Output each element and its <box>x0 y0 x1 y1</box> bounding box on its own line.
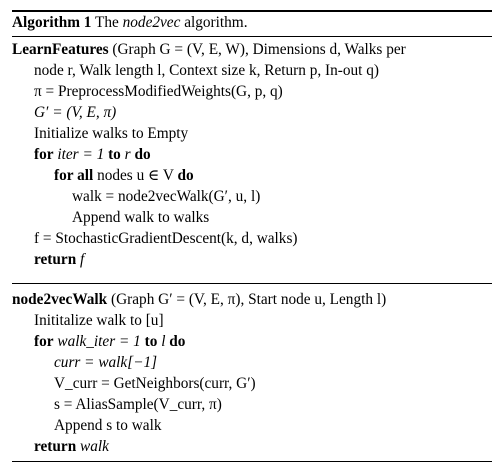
for-keyword: for <box>34 146 54 163</box>
learnfeatures-line-append: Append walk to walks <box>72 208 209 228</box>
learnfeatures-line-init: Initialize walks to Empty <box>34 124 188 144</box>
learnfeatures-params-2: node r, Walk length l, Context size k, R… <box>34 62 379 79</box>
learnfeatures-header-line1: LearnFeatures (Graph G = (V, E, W), Dime… <box>12 40 406 60</box>
node2vecwalk-params: (Graph G′ = (V, E, π), Start node u, Len… <box>111 291 387 308</box>
learnfeatures-params-1: (Graph G = (V, E, W), Dimensions d, Walk… <box>112 41 406 58</box>
node2vecwalk-return: return walk <box>34 437 109 457</box>
algorithm-caption: Algorithm 1 The node2vec algorithm. <box>12 13 248 33</box>
for-keyword: for <box>34 333 54 350</box>
do-keyword: do <box>134 146 151 163</box>
caption-text-before: The <box>95 14 123 31</box>
learnfeatures-line-walk: walk = node2vecWalk(G′, u, l) <box>72 187 260 207</box>
node2vecwalk-function-name: node2vecWalk <box>12 291 108 308</box>
for-walk-iter-expression: walk_iter = 1 <box>57 333 141 350</box>
caption-text-after: algorithm. <box>180 14 248 31</box>
for-all-expression: nodes u ∈ V <box>97 167 174 184</box>
node2vecwalk-line-curr: curr = walk[−1] <box>54 353 157 373</box>
learnfeatures-function-name: LearnFeatures <box>12 41 109 58</box>
node2vecwalk-line-neighbors: V_curr = GetNeighbors(curr, G′) <box>54 374 256 394</box>
learnfeatures-line-graph: G′ = (V, E, π) <box>34 103 116 123</box>
node2vecwalk-line-append: Append s to walk <box>54 416 162 436</box>
append-walk-statement: Append walk to walks <box>72 209 210 226</box>
learnfeatures-for-nodes: for all nodes u ∈ V do <box>54 166 194 186</box>
curr-assignment-statement: curr = walk[−1] <box>54 354 158 371</box>
for-all-keyword: for all <box>54 167 94 184</box>
learnfeatures-line-sgd: f = StochasticGradientDescent(k, d, walk… <box>34 229 298 249</box>
learnfeatures-for-iter: for iter = 1 to r do <box>34 145 151 165</box>
bottom-rule <box>12 461 492 462</box>
caption-label: Algorithm 1 <box>12 14 92 31</box>
to-keyword: to <box>108 146 121 163</box>
for-walk-iter-end: l <box>161 333 166 350</box>
init-walk-statement: Inititalize walk to [u] <box>34 312 164 329</box>
section-rule <box>12 283 492 284</box>
graph-statement: G′ = (V, E, π) <box>34 104 117 121</box>
do-keyword: do <box>177 167 194 184</box>
preprocess-statement: π = PreprocessModifiedWeights(G, p, q) <box>34 83 283 100</box>
to-keyword: to <box>144 333 158 350</box>
caption-name: node2vec <box>122 14 181 31</box>
for-iter-end: r <box>124 146 131 163</box>
caption-rule <box>12 36 492 37</box>
return-keyword: return <box>34 251 77 268</box>
node2vecwalk-line-init: Inititalize walk to [u] <box>34 311 164 331</box>
return-value: walk <box>80 438 109 455</box>
node2vecwalk-for: for walk_iter = 1 to l do <box>34 332 185 352</box>
learnfeatures-header-line2: node r, Walk length l, Context size k, R… <box>34 61 379 81</box>
for-iter-expression: iter = 1 <box>57 146 105 163</box>
get-neighbors-statement: V_curr = GetNeighbors(curr, G′) <box>54 375 256 392</box>
sgd-statement: f = StochasticGradientDescent(k, d, walk… <box>34 230 298 247</box>
init-walks-statement: Initialize walks to Empty <box>34 125 189 142</box>
alias-sample-statement: s = AliasSample(V_curr, π) <box>54 396 222 413</box>
do-keyword: do <box>169 333 186 350</box>
learnfeatures-line-preprocess: π = PreprocessModifiedWeights(G, p, q) <box>34 82 283 102</box>
node2vecwalk-line-alias: s = AliasSample(V_curr, π) <box>54 395 222 415</box>
top-rule <box>12 10 492 12</box>
return-value: f <box>80 251 85 268</box>
append-s-statement: Append s to walk <box>54 417 162 434</box>
node2vecwalk-header: node2vecWalk (Graph G′ = (V, E, π), Star… <box>12 290 386 310</box>
learnfeatures-return: return f <box>34 250 84 270</box>
return-keyword: return <box>34 438 77 455</box>
walk-assignment-statement: walk = node2vecWalk(G′, u, l) <box>72 188 261 205</box>
